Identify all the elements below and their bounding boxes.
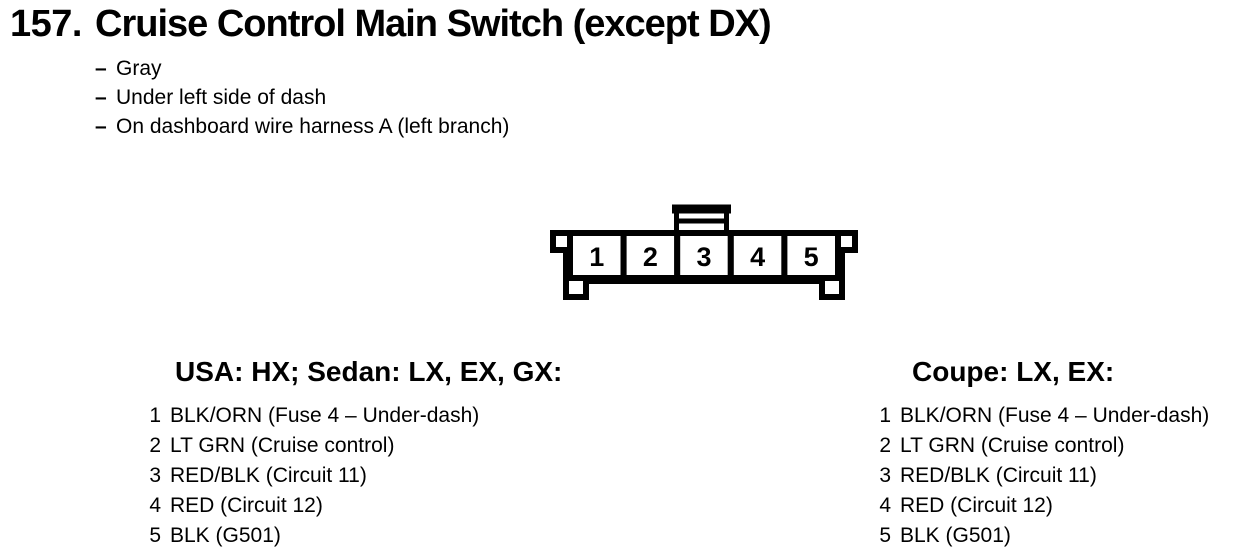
note-text: Under left side of dash xyxy=(116,86,327,109)
pin-label: 5 xyxy=(804,242,819,272)
pin-label: 1 xyxy=(589,242,604,272)
pinout-row: 5 BLK (G501) xyxy=(148,521,562,551)
wire-description: RED/BLK (Circuit 11) xyxy=(900,464,1097,487)
pinout-row: 1 BLK/ORN (Fuse 4 – Under-dash) xyxy=(148,401,562,431)
pin-labels: 1 2 3 4 5 xyxy=(589,242,818,272)
wire-description: BLK/ORN (Fuse 4 – Under-dash) xyxy=(170,404,480,427)
notes-list: – Gray – Under left side of dash – On da… xyxy=(95,54,509,141)
pin-number: 3 xyxy=(879,464,891,487)
wire-description: RED/BLK (Circuit 11) xyxy=(170,464,367,487)
pinout-row: 5 BLK (G501) xyxy=(878,521,1209,551)
pinout-row: 4 RED (Circuit 12) xyxy=(148,491,562,521)
note-text: Gray xyxy=(116,57,162,80)
pinout-column-coupe: Coupe: LX, EX: 1 BLK/ORN (Fuse 4 – Under… xyxy=(878,356,1209,551)
bullet-dash: – xyxy=(95,57,107,80)
pinout-row: 4 RED (Circuit 12) xyxy=(878,491,1209,521)
wire-description: BLK (G501) xyxy=(900,524,1011,547)
pinout-row: 3 RED/BLK (Circuit 11) xyxy=(878,461,1209,491)
connector-lock-tab xyxy=(672,204,731,236)
note-line: – Under left side of dash xyxy=(95,83,509,112)
bullet-dash: – xyxy=(95,115,107,138)
wire-description: LT GRN (Cruise control) xyxy=(170,434,395,457)
note-line: – Gray xyxy=(95,54,509,83)
pin-number: 4 xyxy=(879,494,891,517)
pin-number: 5 xyxy=(879,524,891,547)
pin-label: 3 xyxy=(696,242,711,272)
connector-diagram: 1 2 3 4 5 xyxy=(550,204,858,300)
pinout-row: 2 LT GRN (Cruise control) xyxy=(148,431,562,461)
pin-number: 2 xyxy=(879,434,891,457)
column-heading: USA: HX; Sedan: LX, EX, GX: xyxy=(175,356,563,387)
pin-label: 4 xyxy=(750,242,765,272)
wire-description: BLK (G501) xyxy=(170,524,281,547)
wire-description: LT GRN (Cruise control) xyxy=(900,434,1125,457)
wire-description: BLK/ORN (Fuse 4 – Under-dash) xyxy=(900,404,1210,427)
note-line: – On dashboard wire harness A (left bran… xyxy=(95,112,509,141)
pinout-row: 2 LT GRN (Cruise control) xyxy=(878,431,1209,461)
pin-number: 4 xyxy=(149,494,161,517)
pinout-row: 3 RED/BLK (Circuit 11) xyxy=(148,461,562,491)
pinout-column-usa-sedan: USA: HX; Sedan: LX, EX, GX: 1 BLK/ORN (F… xyxy=(148,356,562,551)
column-heading: Coupe: LX, EX: xyxy=(912,356,1115,387)
pinout-row: 1 BLK/ORN (Fuse 4 – Under-dash) xyxy=(878,401,1209,431)
pin-cell xyxy=(674,230,734,281)
page-title: Cruise Control Main Switch (except DX) xyxy=(95,3,772,45)
pin-number: 1 xyxy=(879,404,891,427)
pin-cells xyxy=(567,230,841,281)
bullet-dash: – xyxy=(95,86,107,109)
wire-description: RED (Circuit 12) xyxy=(170,494,323,517)
pin-number: 1 xyxy=(149,404,161,427)
pin-label: 2 xyxy=(643,242,658,272)
note-text: On dashboard wire harness A (left branch… xyxy=(116,115,510,138)
pin-number: 2 xyxy=(149,434,161,457)
pin-cell xyxy=(567,230,627,281)
pin-cell xyxy=(781,230,841,281)
section-number: 157. xyxy=(10,3,82,45)
pin-number: 5 xyxy=(149,524,161,547)
wire-description: RED (Circuit 12) xyxy=(900,494,1053,517)
pin-number: 3 xyxy=(149,464,161,487)
